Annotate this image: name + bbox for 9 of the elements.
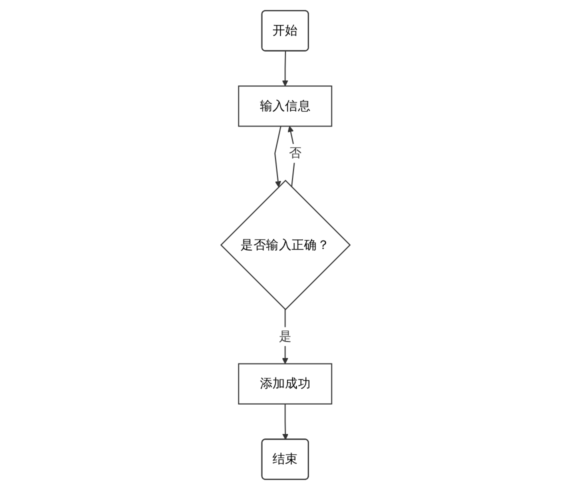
- node-box: 输入信息: [238, 86, 332, 127]
- node-diamond: 是否输入正确？: [220, 180, 350, 310]
- arrow: [282, 404, 288, 440]
- arrow: [287, 126, 296, 188]
- arrow: [282, 51, 288, 86]
- node-box: 添加成功: [238, 363, 332, 404]
- arrow: [274, 126, 281, 188]
- edge-label: 是: [278, 329, 291, 344]
- edge-label: 否: [288, 146, 302, 161]
